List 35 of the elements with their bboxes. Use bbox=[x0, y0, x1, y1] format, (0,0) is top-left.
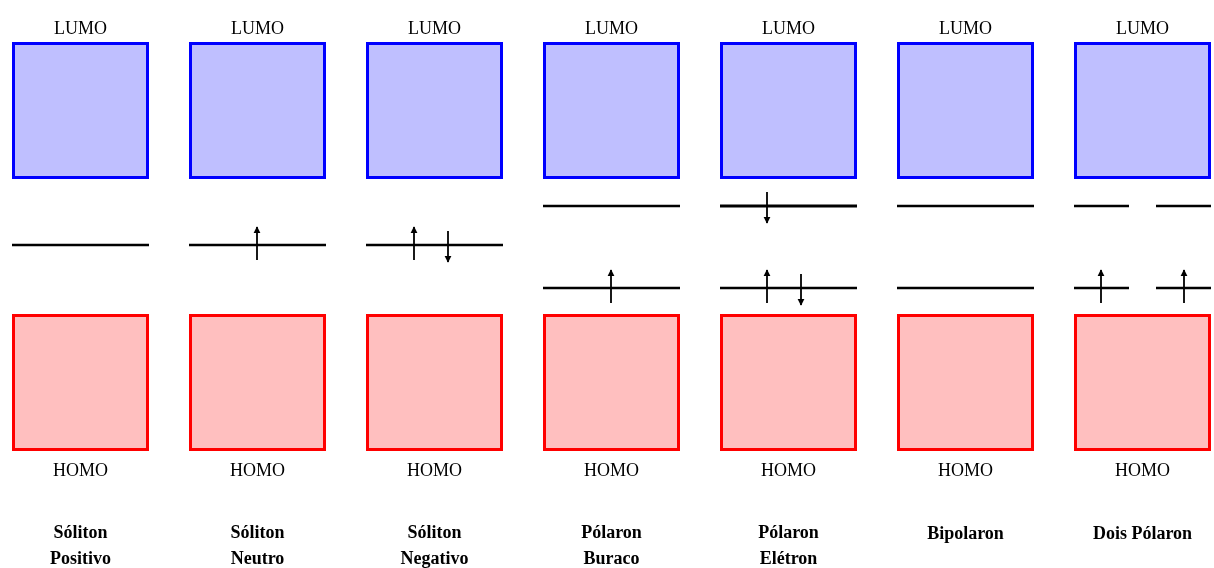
state-title: Sóliton Neutro bbox=[229, 521, 286, 568]
band-label: HOMO bbox=[229, 460, 286, 480]
state-title: Sóliton Positivo bbox=[49, 521, 112, 568]
band-label: LUMO bbox=[938, 18, 993, 38]
band-label: HOMO bbox=[406, 460, 463, 480]
valence-band-box bbox=[189, 314, 326, 451]
state-title: Bipolaron bbox=[926, 522, 1005, 545]
conduction-band-box bbox=[720, 42, 857, 179]
conduction-band-box bbox=[189, 42, 326, 179]
band-label: LUMO bbox=[407, 18, 462, 38]
state-title: Pólaron Elétron bbox=[757, 521, 820, 568]
conduction-band-box bbox=[543, 42, 680, 179]
state-title: Pólaron Buraco bbox=[580, 521, 643, 568]
band-label: LUMO bbox=[761, 18, 816, 38]
band-label: LUMO bbox=[53, 18, 108, 38]
state-title: Dois Pólaron bbox=[1091, 522, 1194, 545]
band-label: LUMO bbox=[584, 18, 639, 38]
conduction-band-box bbox=[366, 42, 503, 179]
conduction-band-box bbox=[1074, 42, 1211, 179]
valence-band-box bbox=[543, 314, 680, 451]
band-label: LUMO bbox=[1115, 18, 1170, 38]
conduction-band-box bbox=[897, 42, 1034, 179]
valence-band-box bbox=[366, 314, 503, 451]
conduction-band-box bbox=[12, 42, 149, 179]
state-title: Sóliton Negativo bbox=[399, 521, 470, 568]
band-label: HOMO bbox=[937, 460, 994, 480]
valence-band-box bbox=[12, 314, 149, 451]
band-label: HOMO bbox=[1114, 460, 1171, 480]
band-label: HOMO bbox=[52, 460, 109, 480]
valence-band-box bbox=[720, 314, 857, 451]
band-label: LUMO bbox=[230, 18, 285, 38]
band-label: HOMO bbox=[760, 460, 817, 480]
valence-band-box bbox=[1074, 314, 1211, 451]
valence-band-box bbox=[897, 314, 1034, 451]
band-label: HOMO bbox=[583, 460, 640, 480]
